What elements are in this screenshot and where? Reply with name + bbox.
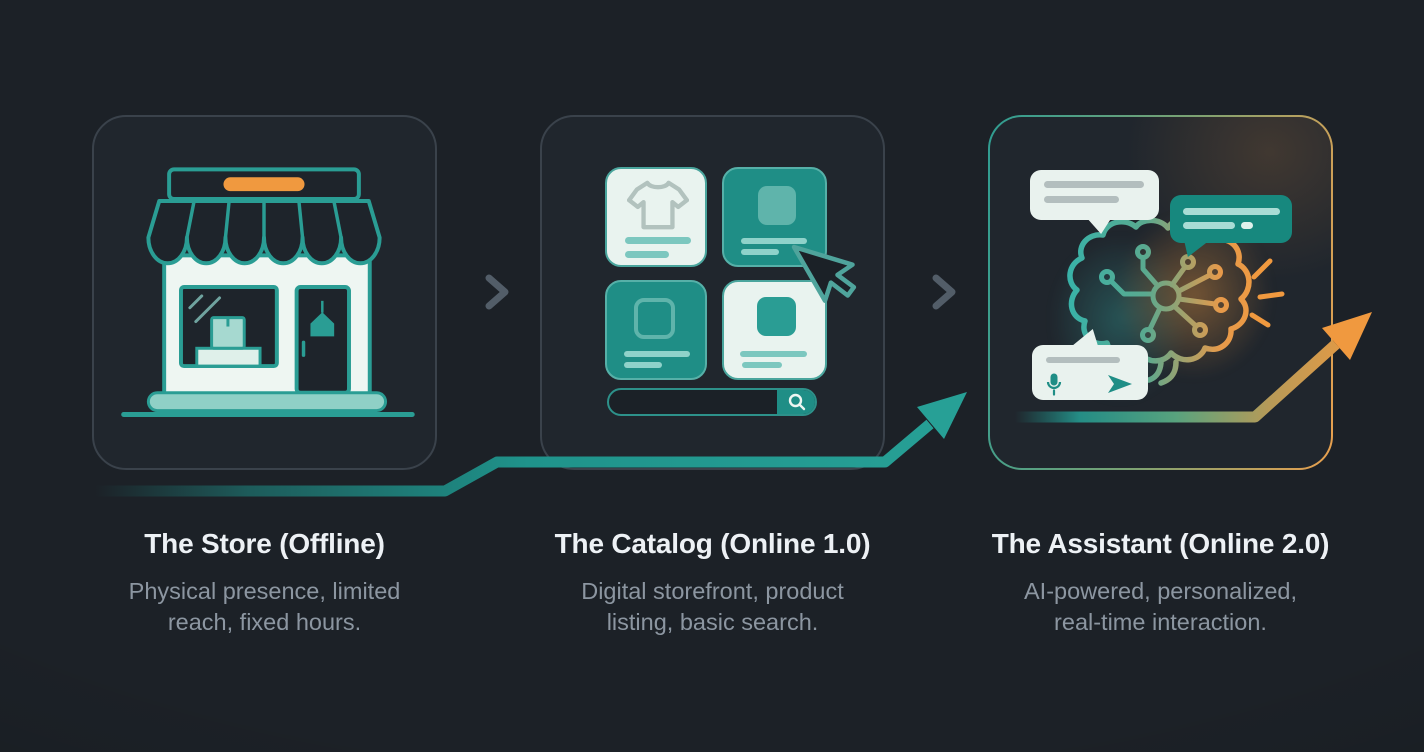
awning-icon [146,199,382,266]
stage-description: Digital storefront, product listing, bas… [581,578,844,635]
chat-bubble-user [1030,170,1159,234]
stage-description: Physical presence, limited reach, fixed … [128,578,401,635]
text-line [740,351,807,357]
product-card-tshirt [605,167,707,267]
right-arrow-icon [464,274,509,310]
store-platform [146,391,388,413]
text-line [625,251,669,258]
send-icon [1108,375,1132,393]
text-line [742,362,782,368]
right-arrow-icon [911,274,956,310]
search-icon [788,393,805,411]
catalog-card [540,115,885,470]
stage-assistant: The Assistant (Online 2.0) AI-powered, p… [988,115,1333,715]
chat-input-bubble [1032,329,1148,400]
stage-description: AI-powered, personalized, real-time inte… [1023,578,1297,635]
chat-bubble-assistant [1170,195,1292,257]
stage-title: The Catalog (Online 1.0) [554,528,871,559]
product-card-light [722,280,827,380]
text-line [624,351,690,357]
text-line [1183,222,1235,229]
search-bar [607,388,817,416]
text-line [624,362,662,368]
store-door [294,285,351,395]
text-line [741,238,807,244]
window-shelf [195,346,262,368]
text-line [1183,208,1280,215]
text-line [1044,196,1119,203]
text-line [625,237,691,244]
door-sign-icon [310,312,335,337]
store-window [178,285,279,369]
storefront-icon [121,167,415,417]
store-card [92,115,437,470]
stage-catalog: The Catalog (Online 1.0) Digital storefr… [540,115,885,715]
product-image-placeholder [757,297,796,336]
assistant-card [988,115,1333,470]
search-button [777,390,815,414]
text-line [1241,222,1253,229]
spark-burst-icon [1249,258,1285,328]
stage-store: The Store (Offline) Physical presence, l… [92,115,437,715]
product-card-teal-outline [605,280,707,380]
tshirt-icon [627,180,689,230]
mic-icon [1046,373,1062,396]
circuit-traces [1099,244,1229,343]
stage-title: The Store (Offline) [144,528,385,559]
stage-title: The Assistant (Online 2.0) [991,528,1330,559]
text-line [1044,181,1144,188]
product-image-placeholder [634,298,675,339]
text-line [1046,357,1120,363]
cursor-icon [791,244,857,303]
text-line [741,249,779,255]
store-sign-bar [223,177,305,192]
product-image-placeholder [758,186,796,225]
